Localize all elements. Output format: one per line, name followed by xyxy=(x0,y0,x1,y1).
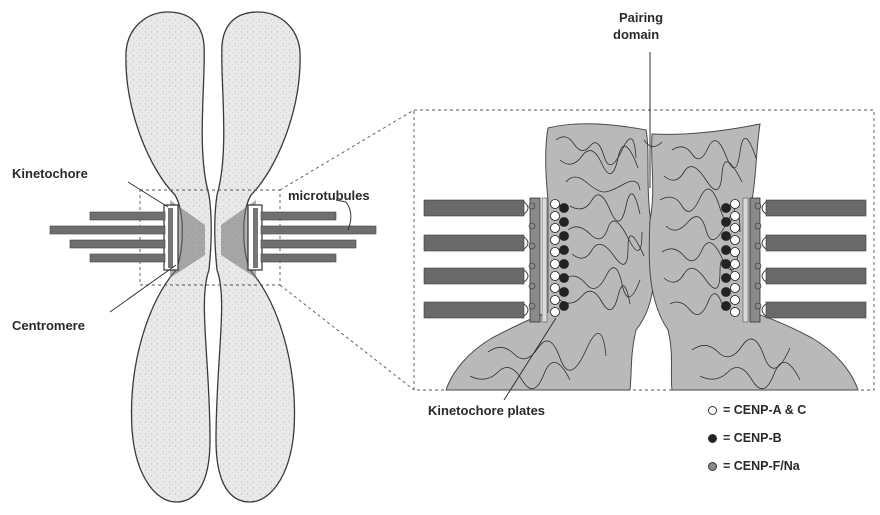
inset-right-middle-plate xyxy=(743,198,748,322)
inset-right-hooks xyxy=(762,202,766,316)
left-chromatin-mass xyxy=(446,124,654,390)
centromere-label: Centromere xyxy=(12,318,85,333)
inset-left-middle-plate xyxy=(542,198,547,322)
microtubules-label: microtubules xyxy=(288,188,370,203)
legend-item-cenp-f-na: = CENP-F/Na xyxy=(708,459,800,473)
right-microtubules xyxy=(261,212,376,262)
zoom-line-top xyxy=(280,110,414,190)
grey-circle-icon xyxy=(708,462,717,471)
pairing-domain-label-line1: Pairing xyxy=(619,10,663,25)
legend-text: = CENP-A & C xyxy=(723,403,806,417)
inset-left-hooks xyxy=(524,202,528,316)
left-microtubules xyxy=(50,212,165,262)
pairing-domain-label-line2: domain xyxy=(613,27,659,42)
right-kinetochore-inner xyxy=(253,208,258,268)
legend-text: = CENP-F/Na xyxy=(723,459,800,473)
legend-text: = CENP-B xyxy=(723,431,782,445)
inset-right-microtubules xyxy=(766,200,866,318)
legend-item-cenp-b: = CENP-B xyxy=(708,431,782,445)
filled-circle-icon xyxy=(708,434,717,443)
left-kinetochore-inner xyxy=(168,208,173,268)
legend-item-cenp-a-c: = CENP-A & C xyxy=(708,403,806,417)
kinetochore-label: Kinetochore xyxy=(12,166,88,181)
inset-left-microtubules xyxy=(424,200,524,318)
kinetochore-pointer xyxy=(128,182,168,207)
kinetochore-plates-label: Kinetochore plates xyxy=(428,403,545,418)
open-circle-icon xyxy=(708,406,717,415)
zoom-line-bottom xyxy=(280,285,414,390)
